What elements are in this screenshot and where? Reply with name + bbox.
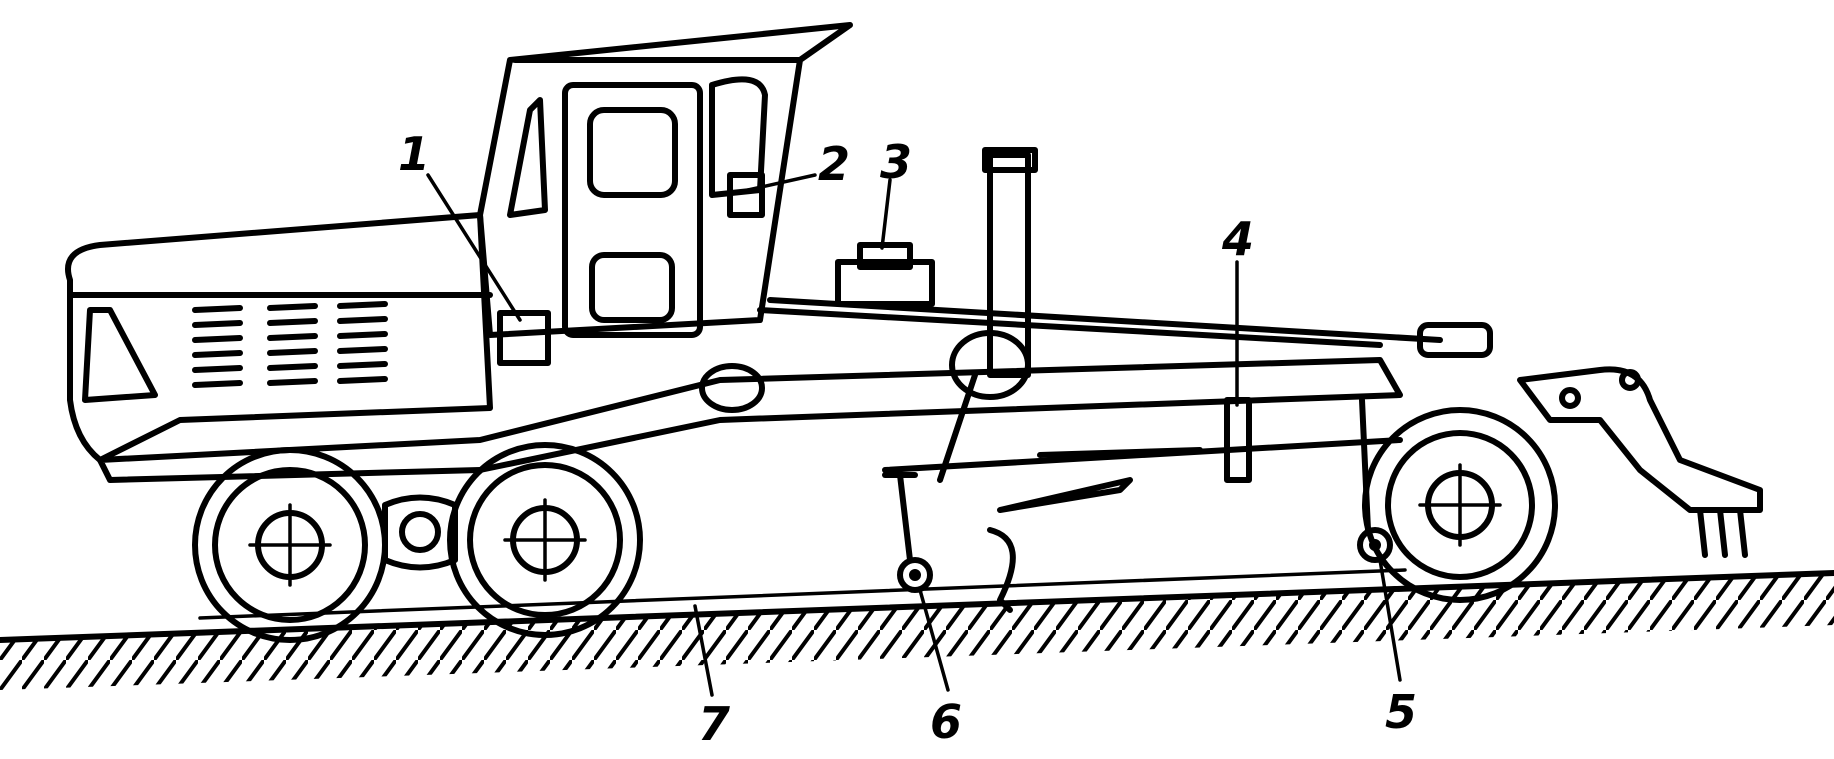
front-cylinder [1417,322,1493,358]
ground [0,570,1834,690]
callout-4: 4 [1221,212,1254,266]
sensor-6-post [897,472,913,563]
callout-3: 3 [880,135,912,189]
pivot-roller [699,363,765,413]
door-window-lower [589,252,675,323]
sensor-6-assembly [882,472,933,593]
blade-frame-mid [1037,447,1203,458]
leader-lines [426,173,1402,697]
rear-wheel-1 [192,447,388,643]
blade-link [997,477,1133,513]
drawbar-top [767,297,1443,343]
cab-outline [477,22,853,338]
sensor-5-wheel [1357,527,1393,563]
ground-line [0,570,1834,643]
cab [477,22,853,366]
rear-wheel-2 [447,442,643,638]
cab-door [562,82,703,338]
sensor-4-mount [1224,397,1252,483]
leader-7 [693,604,714,697]
ground-hatching [0,575,1834,690]
lower-frame [97,357,1403,483]
front-ripper [1517,366,1763,558]
grader-body [65,212,1403,483]
leader-2 [746,173,817,192]
control-box-2 [727,172,765,218]
laser-receiver-1 [497,310,551,366]
ripper-arm [1517,366,1763,513]
drawbar-top-2 [757,307,1383,348]
leader-6 [918,588,950,692]
callout-1: 1 [398,127,430,181]
bogie-hub [382,494,458,571]
drawbar [757,297,1493,358]
cylinder-cap [982,147,1038,173]
door-window-upper [587,107,678,198]
front-wheel [1362,407,1558,603]
moldboard [987,527,1016,613]
grille-louvres [192,301,388,388]
callout-7: 7 [698,697,730,751]
engine-hood [65,212,493,463]
sensor-6-wheel [897,557,933,593]
cylinder-body [987,152,1031,378]
leader-5 [1378,558,1402,682]
callout-5: 5 [1385,685,1417,739]
callout-6: 6 [930,695,962,749]
device-3 [835,242,935,307]
blade-assembly [882,397,1403,613]
leader-3 [880,178,892,250]
callout-2: 2 [818,137,850,191]
reference-string-line [198,568,1407,620]
cylinder-joint [949,330,1031,400]
side-vent [82,307,158,403]
device-3-top [857,242,913,270]
sensor-5-assembly [1357,397,1393,563]
cab-window-left [507,97,548,218]
cab-window-right [709,76,768,198]
leader-1 [426,173,522,322]
lift-cylinder [699,147,1038,483]
blade-frame-top [882,437,1403,473]
